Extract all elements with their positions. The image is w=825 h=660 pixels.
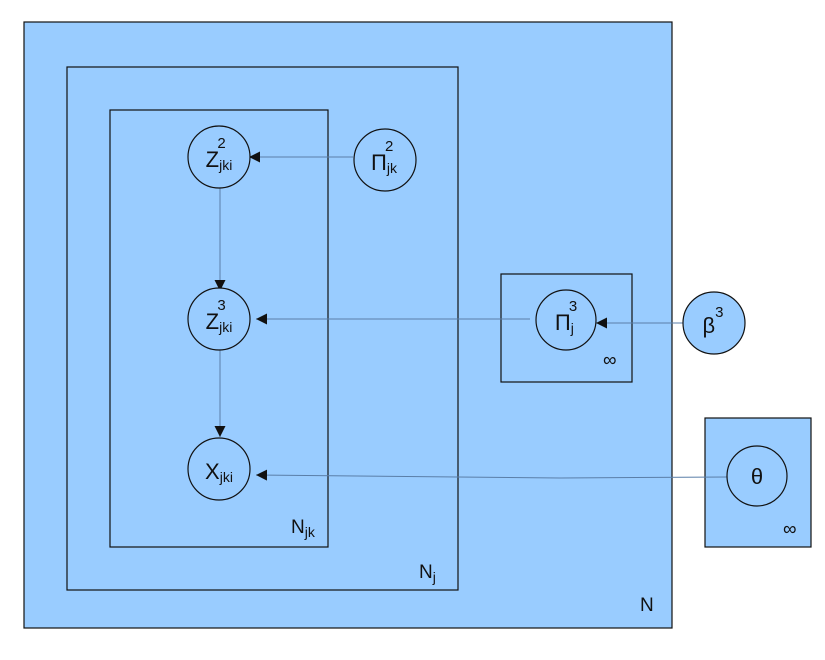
svg-text:θ: θ [751,464,763,489]
node-z-jki-2: Zjki2 [187,125,251,189]
node-theta: θ [726,445,788,507]
svg-text:Zjki2: Zjki2 [206,135,233,173]
svg-text:Πjk2: Πjk2 [371,138,398,176]
svg-text:Πj3: Πj3 [555,298,577,336]
node-pi-j-3: Πj3 [535,289,597,351]
plate-nj-label: Nj [419,562,436,585]
plate-njk-label: Njk [291,517,316,540]
edge-theta-to-x [255,469,729,481]
node-x-jki: Xjki [187,437,251,501]
svg-text:Xjki: Xjki [205,459,233,485]
plate-njk [109,109,329,548]
node-pi-jk-2: Πjk2 [353,128,417,192]
node-z-jki-3: Zjki3 [187,287,251,351]
node-beta-3: β3 [682,291,746,355]
plate-pi3-label: ∞ [603,350,617,371]
svg-text:β3: β3 [703,304,724,338]
svg-text:Zjki3: Zjki3 [206,297,233,335]
plate-nj [66,66,459,591]
plate-n-label: N [640,595,654,616]
plate-theta-label: ∞ [783,519,797,540]
